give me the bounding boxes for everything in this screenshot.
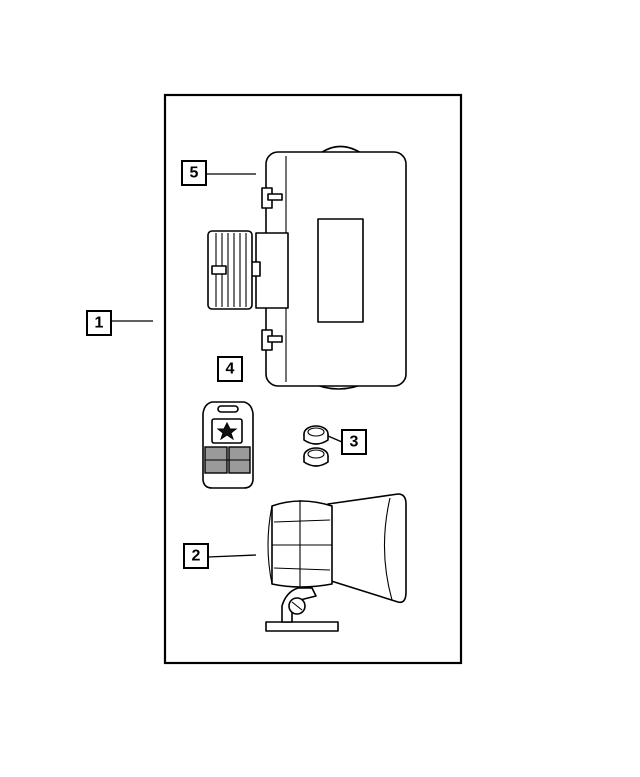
callout-4-label: 4 xyxy=(226,361,235,378)
callout-4[interactable]: 4 xyxy=(217,356,243,382)
callout-2-leader xyxy=(207,554,257,558)
callout-3-label: 3 xyxy=(350,434,359,451)
callout-5-box xyxy=(181,160,207,186)
callout-5[interactable]: 5 xyxy=(181,160,256,186)
callout-1[interactable]: 1 xyxy=(86,310,153,336)
siren-horn-icon xyxy=(265,493,407,632)
callout-3[interactable]: 3 xyxy=(327,429,367,455)
key-fob-transmitter-icon xyxy=(202,401,254,489)
callout-2-box xyxy=(183,543,209,569)
alarm-module-icon xyxy=(207,145,407,390)
callout-4-box xyxy=(217,356,243,382)
callout-2-label: 2 xyxy=(192,548,201,565)
grommet-plug-icon xyxy=(303,425,329,467)
callout-2[interactable]: 2 xyxy=(183,543,257,569)
callout-5-label: 5 xyxy=(190,165,199,182)
callout-1-box xyxy=(86,310,112,336)
callout-3-leader xyxy=(327,435,343,443)
callout-1-label: 1 xyxy=(95,315,104,332)
